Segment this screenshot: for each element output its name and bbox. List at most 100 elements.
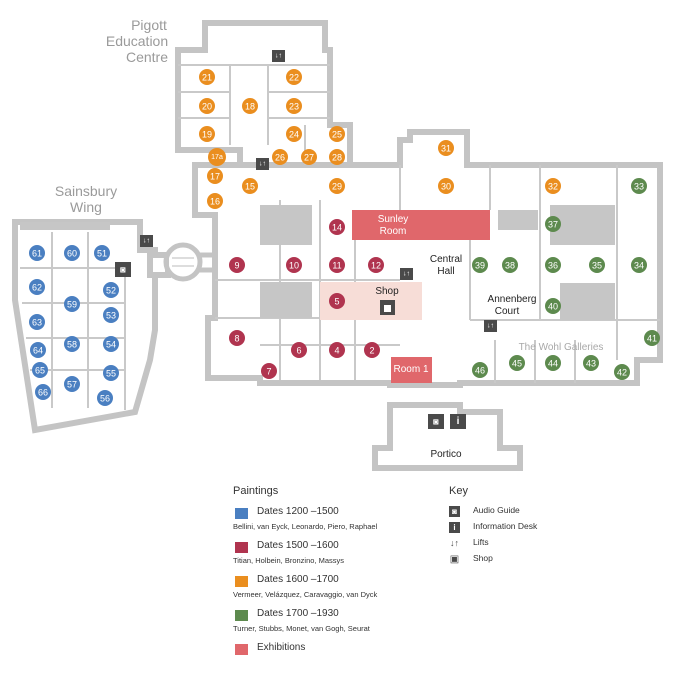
room-1-area bbox=[391, 357, 432, 383]
room-marker-34: 34 bbox=[631, 257, 647, 273]
svg-text:↓↑: ↓↑ bbox=[259, 161, 266, 168]
room-number: 59 bbox=[67, 300, 77, 310]
room-marker-14: 14 bbox=[329, 219, 345, 235]
key-item: ◙ Audio Guide bbox=[449, 505, 649, 521]
svg-text:↓↑: ↓↑ bbox=[275, 53, 282, 60]
room-marker-57: 57 bbox=[64, 376, 80, 392]
room-number: 43 bbox=[586, 359, 596, 369]
room-marker-21: 21 bbox=[199, 69, 215, 85]
room-marker-35: 35 bbox=[589, 257, 605, 273]
sainsbury-wing-label-line2: Wing bbox=[70, 199, 102, 215]
sunley-room-area bbox=[352, 210, 490, 240]
room-number: 58 bbox=[67, 340, 77, 350]
svg-text:↓↑: ↓↑ bbox=[143, 238, 150, 245]
room-number: 24 bbox=[289, 130, 299, 140]
lift-icon: ↓↑ bbox=[400, 268, 413, 280]
room-number: 2 bbox=[369, 346, 374, 356]
room-number: 8 bbox=[234, 334, 239, 344]
svg-text:↓↑: ↓↑ bbox=[487, 323, 494, 330]
room-marker-27: 27 bbox=[301, 149, 317, 165]
room-marker-60: 60 bbox=[64, 245, 80, 261]
room-marker-22: 22 bbox=[286, 69, 302, 85]
portico-label: Portico bbox=[430, 449, 462, 460]
room-marker-44: 44 bbox=[545, 355, 561, 371]
room-marker-46: 46 bbox=[472, 362, 488, 378]
period-title: Dates 1700 –1930 bbox=[257, 608, 339, 619]
room-number: 34 bbox=[634, 261, 644, 271]
period-title: Dates 1200 –1500 bbox=[257, 506, 339, 517]
room-number: 60 bbox=[67, 249, 77, 259]
room-marker-63: 63 bbox=[29, 314, 45, 330]
key-item: i Information Desk bbox=[449, 521, 649, 537]
svg-text:↓↑: ↓↑ bbox=[403, 271, 410, 278]
room-marker-11: 11 bbox=[329, 257, 345, 273]
room-number: 23 bbox=[289, 102, 299, 112]
lift-icon: ↓↑ bbox=[449, 538, 460, 549]
sunley-room-label-line2: Room bbox=[380, 226, 407, 237]
blue-swatch bbox=[235, 508, 248, 519]
room-number: 40 bbox=[548, 302, 558, 312]
room-number: 20 bbox=[202, 102, 212, 112]
room-number: 11 bbox=[332, 261, 341, 271]
room-number: 19 bbox=[202, 130, 212, 140]
room-marker-32: 32 bbox=[545, 178, 561, 194]
room-number: 42 bbox=[617, 368, 627, 378]
room-number: 35 bbox=[592, 261, 602, 271]
room-number: 28 bbox=[332, 153, 342, 163]
room-number: 6 bbox=[296, 346, 301, 356]
room-marker-15: 15 bbox=[242, 178, 258, 194]
central-hall-label-line1: Central bbox=[430, 254, 462, 265]
legend-item-period: Dates 1600 –1700 Vermeer, Velázquez, Car… bbox=[233, 573, 443, 607]
room-marker-65: 65 bbox=[32, 362, 48, 378]
paintings-heading: Paintings bbox=[233, 485, 279, 497]
room-marker-38: 38 bbox=[502, 257, 518, 273]
room-number: 51 bbox=[97, 249, 107, 259]
room-number: 16 bbox=[210, 197, 220, 207]
lift-icon: ↓↑ bbox=[484, 320, 497, 332]
key-item: ↓↑ Lifts bbox=[449, 537, 649, 553]
room-marker-2: 2 bbox=[364, 342, 380, 358]
period-artists: Titian, Holbein, Bronzino, Massys bbox=[233, 556, 345, 565]
period-artists: Vermeer, Velázquez, Caravaggio, van Dyck bbox=[233, 590, 378, 599]
room-number: 55 bbox=[106, 369, 116, 379]
room-marker-66: 66 bbox=[35, 384, 51, 400]
room-marker-59: 59 bbox=[64, 296, 80, 312]
room-marker-10: 10 bbox=[286, 257, 302, 273]
room-marker-20: 20 bbox=[199, 98, 215, 114]
period-title: Dates 1600 –1700 bbox=[257, 574, 339, 585]
room-marker-6: 6 bbox=[291, 342, 307, 358]
audio-guide-icon: ◙ bbox=[428, 414, 444, 429]
sainsbury-wing-label-line1: Sainsbury bbox=[55, 183, 117, 199]
sunley-room-label-line1: Sunley bbox=[378, 214, 409, 225]
room-marker-53: 53 bbox=[103, 307, 119, 323]
room-number: 21 bbox=[202, 73, 212, 83]
room-marker-25: 25 bbox=[329, 126, 345, 142]
room-number: 10 bbox=[289, 261, 299, 271]
svg-text:i: i bbox=[457, 416, 460, 427]
paintings-legend: Paintings Dates 1200 –1500 Bellini, van … bbox=[233, 485, 443, 675]
lift-icon: ↓↑ bbox=[256, 158, 269, 170]
room-number: 41 bbox=[647, 334, 657, 344]
key-label: Audio Guide bbox=[473, 505, 520, 515]
legend-item-period: Dates 1700 –1930 Turner, Stubbs, Monet, … bbox=[233, 607, 443, 641]
period-artists: Bellini, van Eyck, Leonardo, Piero, Raph… bbox=[233, 522, 378, 531]
room-marker-54: 54 bbox=[103, 336, 119, 352]
room-number: 17 bbox=[210, 172, 220, 182]
room-number: 7 bbox=[266, 367, 271, 377]
room-marker-56: 56 bbox=[97, 390, 113, 406]
room-marker-12: 12 bbox=[368, 257, 384, 273]
room-marker-40: 40 bbox=[545, 298, 561, 314]
room-number: 32 bbox=[548, 182, 558, 192]
room-number: 61 bbox=[32, 249, 42, 259]
room-marker-61: 61 bbox=[29, 245, 45, 261]
room-marker-4: 4 bbox=[329, 342, 345, 358]
room-number: 53 bbox=[106, 311, 116, 321]
room-number: 46 bbox=[475, 366, 485, 376]
room-number: 38 bbox=[505, 261, 515, 271]
room-marker-16: 16 bbox=[207, 193, 223, 209]
room-number: 22 bbox=[289, 73, 299, 83]
key-legend: Key ◙ Audio Guide i Information Desk ↓↑ … bbox=[449, 485, 649, 569]
room-marker-7: 7 bbox=[261, 363, 277, 379]
room-1-label: Room 1 bbox=[393, 364, 428, 375]
